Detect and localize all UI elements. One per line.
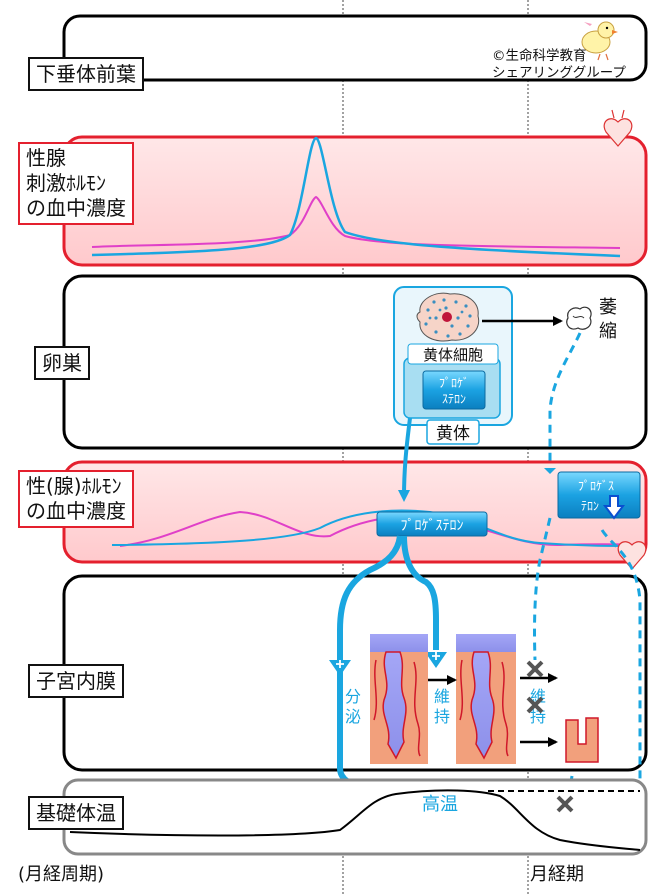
progesterone-falling-line1: ﾌﾟﾛｹﾞｽ [578,479,614,493]
endometrium-label: 子宮内膜 [28,664,124,698]
gonadotropin-label-line1: 性腺 [26,146,66,170]
plus-icon [329,660,351,676]
luteal-cell-label-bg [407,343,499,365]
atrophy-label-2: 縮 [599,321,617,342]
secretion-label-1: 分 [345,687,361,706]
pituitary-label: 下垂体前葉 [28,57,144,91]
blocked-x-icon [526,660,544,678]
maintain-label-2: 持 [434,707,450,726]
decline-path-endometrium [533,517,552,661]
corpus-luteum-tag [426,419,480,445]
endometrium-tissue-shed [565,717,599,763]
bbt-label: 基礎体温 [28,796,124,830]
corpus-luteum-label: 黄体 [436,424,470,444]
copyright-notice: ©生命科学教育 シェアリンググループ [492,48,626,82]
secretion-arrow [398,417,412,502]
bbt-curve [69,789,641,851]
progesterone-main-label: ﾌﾟﾛｹﾞｽﾃﾛﾝ [401,518,464,534]
copyright-line2: シェアリンググループ [492,65,626,81]
gonadotropin-label: 性腺 刺激ﾎﾙﾓﾝ の血中濃度 [18,142,134,225]
ovary-panel [62,274,648,450]
sex-hormone-label-line2: の血中濃度 [26,499,126,523]
pituitary-panel [62,14,648,82]
luteal-cell-icon [416,292,480,342]
endometrium-panel [62,574,648,772]
atrophy-label-1: 萎 [599,297,617,318]
sex-hormone-label: 性(腺)ﾎﾙﾓﾝ の血中濃度 [18,470,134,528]
secretion-flow-right [401,535,439,650]
high-temp-label: 高温 [422,794,458,815]
endometrium-tissue-maintained [456,634,516,764]
gonadotropin-curve-magenta [91,195,621,249]
atrophied-cell-icon [566,306,592,330]
cycle-label: (月経周期) [18,864,104,885]
gonadotropin-label-line2: 刺激ﾎﾙﾓﾝ [26,171,106,195]
gonadotropin-label-line3: の血中濃度 [26,196,126,220]
heart-icon [603,109,633,147]
chick-mascot-logo [581,21,618,61]
maintain-label-1: 維 [434,687,450,706]
decline-arrow-tip [544,468,556,474]
endometrium-tissue-secretory [370,634,428,764]
progesterone-box [422,370,486,410]
sex-hormone-label-line1: 性(腺)ﾎﾙﾓﾝ [26,474,122,498]
blocked-x-icon [526,696,544,714]
progesterone-box-main [376,511,488,537]
blocked-x-icon [556,795,574,813]
gonadotropin-curve-cyan [91,136,621,258]
progesterone-falling-line2: ﾃﾛﾝ [581,499,599,513]
down-arrow-icon [603,495,625,520]
progesterone-curve [111,509,641,547]
ovary-label: 卵巣 [34,346,90,380]
progesterone-box-line2: ｽﾃﾛﾝ [442,392,466,406]
decline-path [548,332,582,468]
luteal-cell-label: 黄体細胞 [423,346,483,364]
secretion-label-2: 泌 [345,707,361,726]
progesterone-box-line1: ﾌﾟﾛｹﾞ [439,376,469,390]
menstruation-label: 月経期 [530,864,584,885]
copyright-line1: ©生命科学教育 [492,48,587,64]
plus-icon [425,652,447,668]
